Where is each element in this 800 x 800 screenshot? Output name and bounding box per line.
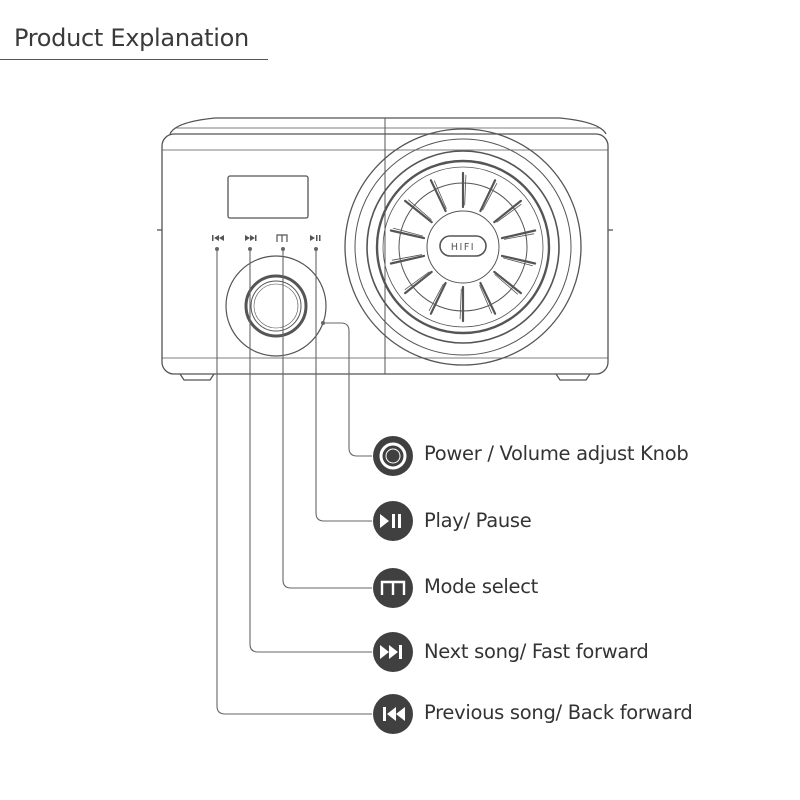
hifi-badge-text: HIFI [451, 242, 475, 253]
grille-spoke [404, 199, 433, 224]
grille-spoke [493, 270, 523, 295]
grille-spoke [479, 179, 497, 213]
grille-spoke [479, 281, 497, 315]
play-pause-icon [373, 501, 413, 541]
grille-spoke-edge [482, 182, 498, 211]
grille-spoke-edge [503, 257, 533, 267]
grille-spoke [404, 270, 433, 295]
hifi-badge: HIFI [439, 235, 487, 257]
grille-spoke-edge [391, 254, 423, 261]
mode-callout-line [282, 249, 372, 589]
grille-spoke [389, 229, 426, 240]
legend-label-previous: Previous song/ Back forward [424, 701, 693, 724]
panel-play-mark [310, 235, 321, 241]
speaker-body [157, 117, 613, 381]
grille-spoke [429, 179, 447, 213]
mode-icon [373, 568, 413, 608]
panel-prev-mark [212, 235, 224, 241]
grille-spoke-edge [464, 174, 467, 206]
grille-spoke-edge [393, 227, 423, 237]
grille-spoke [389, 254, 426, 265]
play-callout-line [315, 249, 372, 522]
next-icon [373, 632, 413, 672]
header: Product Explanation [0, 0, 270, 62]
prev-callout-line [216, 249, 372, 715]
grille-spoke-edge [428, 283, 444, 312]
legend-label-next: Next song/ Fast forward [424, 640, 649, 663]
grille-spoke [429, 281, 447, 315]
grille-spoke-edge [408, 199, 432, 220]
panel-next-mark [245, 235, 257, 241]
legend-label-mode: Mode select [424, 575, 538, 598]
display-screen [227, 175, 309, 219]
grille-spoke [493, 199, 523, 224]
volume-knob [225, 255, 327, 357]
previous-icon [373, 694, 413, 734]
speaker-grille [344, 128, 582, 366]
panel-button-marks [212, 234, 321, 242]
grille-spoke-edge [494, 274, 518, 295]
panel-mode-mark [276, 234, 288, 242]
grille-spokes [389, 171, 537, 323]
grille-spoke-edge [404, 271, 430, 291]
knob-icon [373, 436, 413, 476]
grille-spoke [500, 254, 537, 265]
grille-spoke [500, 229, 537, 240]
grille-spoke-edge [503, 233, 535, 240]
legend-label-play-pause: Play/ Pause [424, 509, 532, 532]
legend-label-knob: Power / Volume adjust Knob [424, 442, 689, 465]
next-callout-line [249, 249, 372, 653]
callout-lines [215, 247, 372, 715]
grille-spoke-edge [479, 285, 493, 314]
page-title: Product Explanation [14, 24, 249, 52]
grille-spoke-edge [496, 203, 522, 223]
title-underline [0, 59, 268, 60]
grille-spoke-edge [433, 180, 447, 209]
grille-spoke-edge [459, 288, 462, 320]
knob-callout-line [323, 322, 372, 457]
